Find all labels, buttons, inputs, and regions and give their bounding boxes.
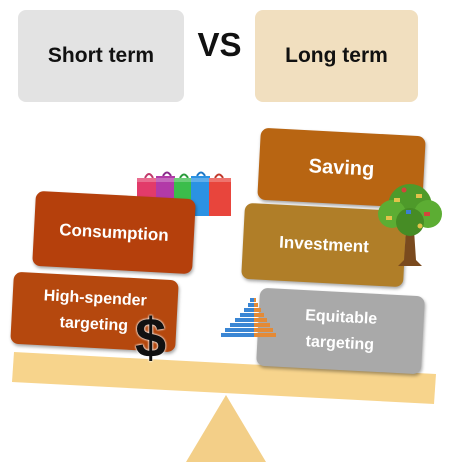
long-term-box: Long term [255, 10, 418, 102]
population-pyramid-icon [221, 298, 276, 337]
vs-label: VS [197, 26, 242, 63]
money-tree-icon [378, 184, 442, 266]
short-term-box: Short term [18, 10, 184, 102]
investment-label: Investment [278, 232, 370, 257]
short-term-label: Short term [47, 44, 155, 67]
consumption-label: Consumption [58, 219, 170, 245]
equitable-targeting-label: Equitable targeting [304, 307, 378, 354]
consumption-card: Consumption [32, 190, 196, 275]
equitable-targeting-card: Equitable targeting [256, 287, 425, 375]
dollar-icon: $ [135, 306, 167, 369]
high-spender-targeting-label: High-spender targeting [43, 287, 148, 335]
fulcrum-triangle [186, 395, 266, 462]
saving-label: Saving [308, 154, 375, 181]
seesaw-beam [12, 352, 436, 404]
long-term-label: Long term [285, 44, 388, 67]
